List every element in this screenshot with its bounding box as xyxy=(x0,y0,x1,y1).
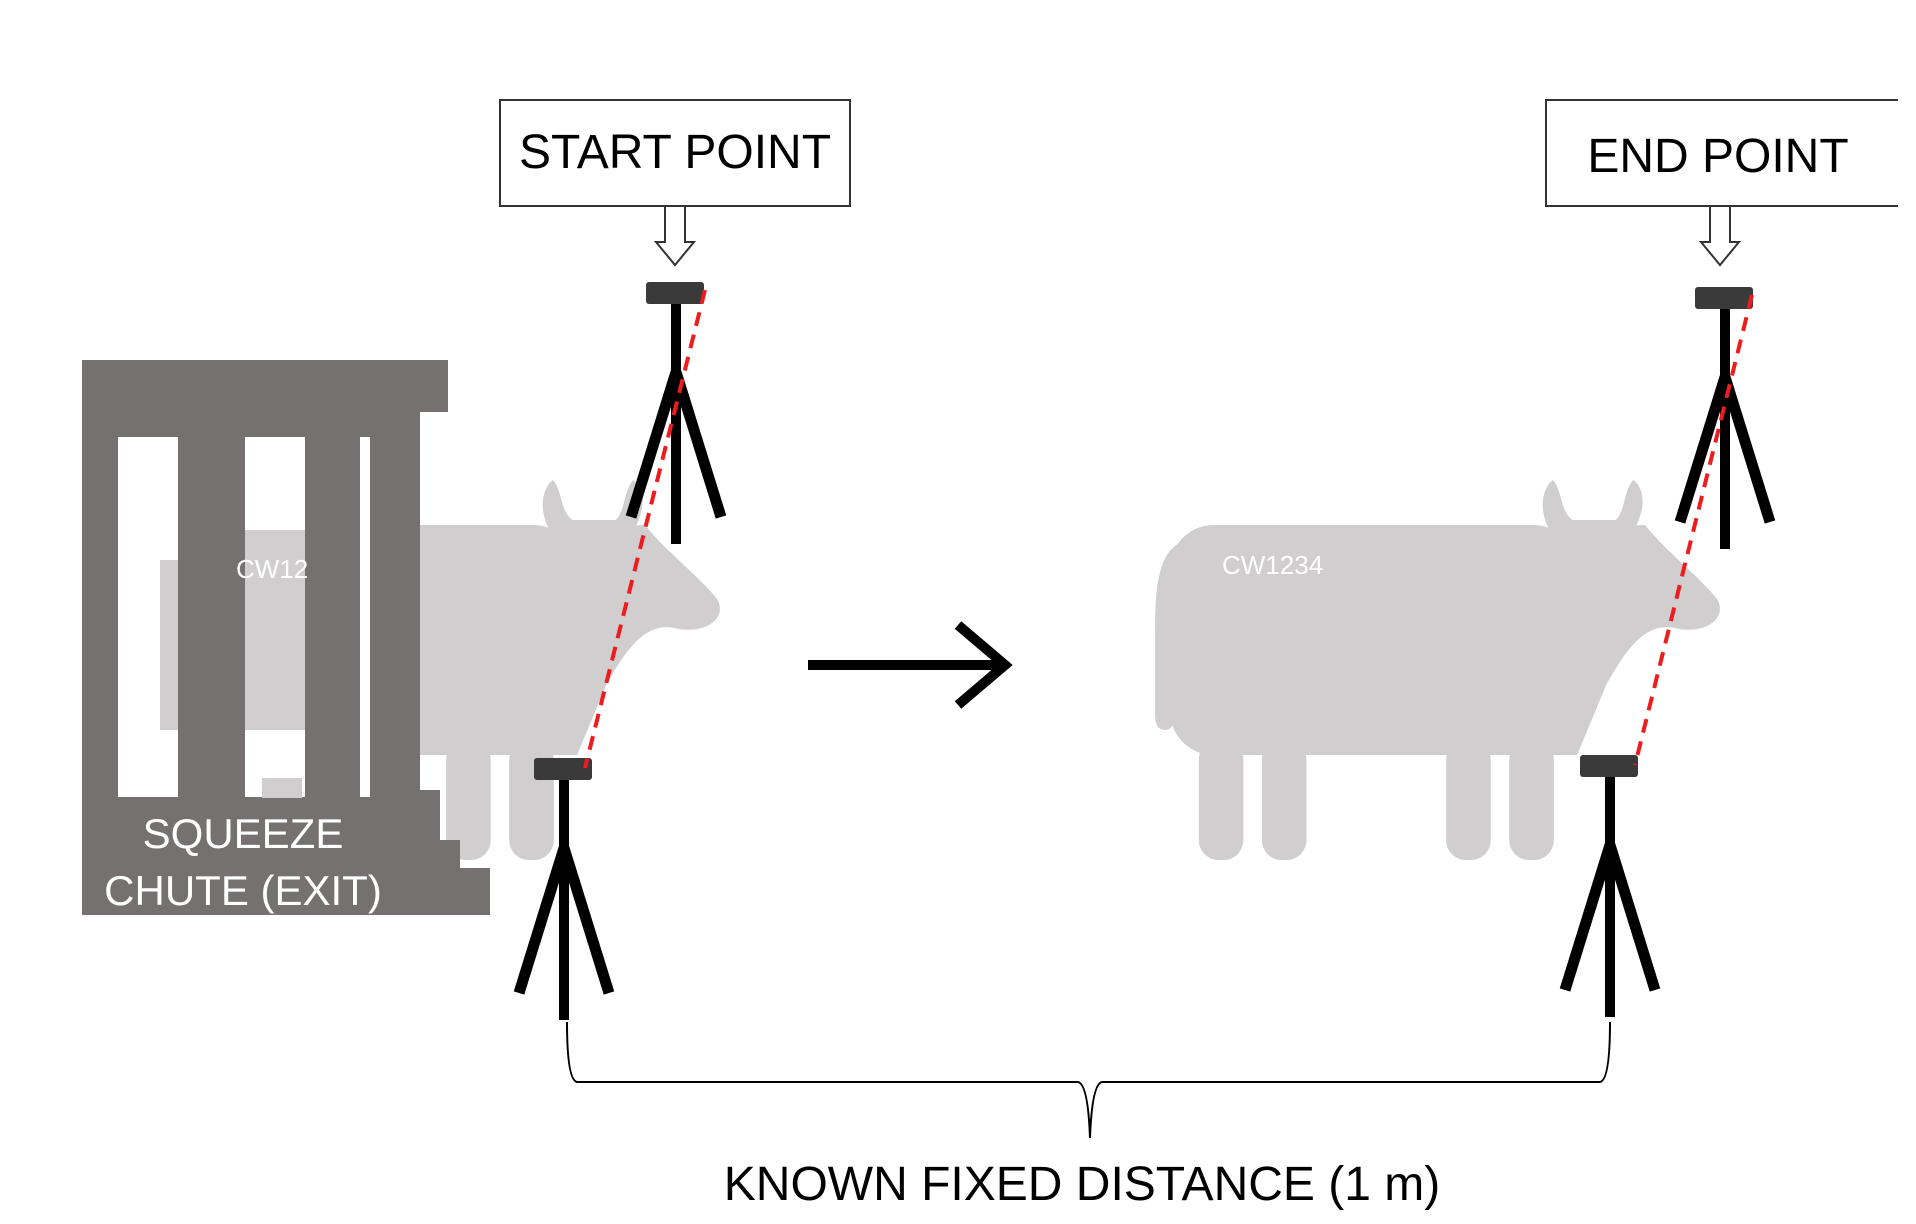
chute-label-line1: SQUEEZE xyxy=(143,810,344,857)
tripod-end-top xyxy=(1680,287,1770,549)
cow-left-tail-visible xyxy=(160,560,178,730)
end-point-label: END POINT xyxy=(1587,130,1848,183)
end-point-arrow xyxy=(1698,205,1742,267)
cow-right xyxy=(1155,480,1720,860)
laser-beam-start xyxy=(583,289,707,769)
cow-tag-left-visible: CW12 xyxy=(236,554,308,584)
start-point-label: START POINT xyxy=(519,126,831,179)
laser-beam-end xyxy=(1633,294,1754,766)
distance-label: KNOWN FIXED DISTANCE (1 m) xyxy=(724,1158,1440,1211)
end-point-callout: END POINT xyxy=(1545,99,1898,267)
cow-tag-right: CW1234 xyxy=(1222,550,1323,580)
cow-left-body-visible xyxy=(245,530,305,730)
chute-label-line2: CHUTE (EXIT) xyxy=(104,867,382,914)
start-point-callout: START POINT xyxy=(499,99,851,267)
tripod-end-bottom xyxy=(1565,755,1655,1017)
direction-arrow xyxy=(808,621,1013,709)
distance-brace xyxy=(566,1021,1611,1139)
start-point-arrow xyxy=(653,205,697,267)
